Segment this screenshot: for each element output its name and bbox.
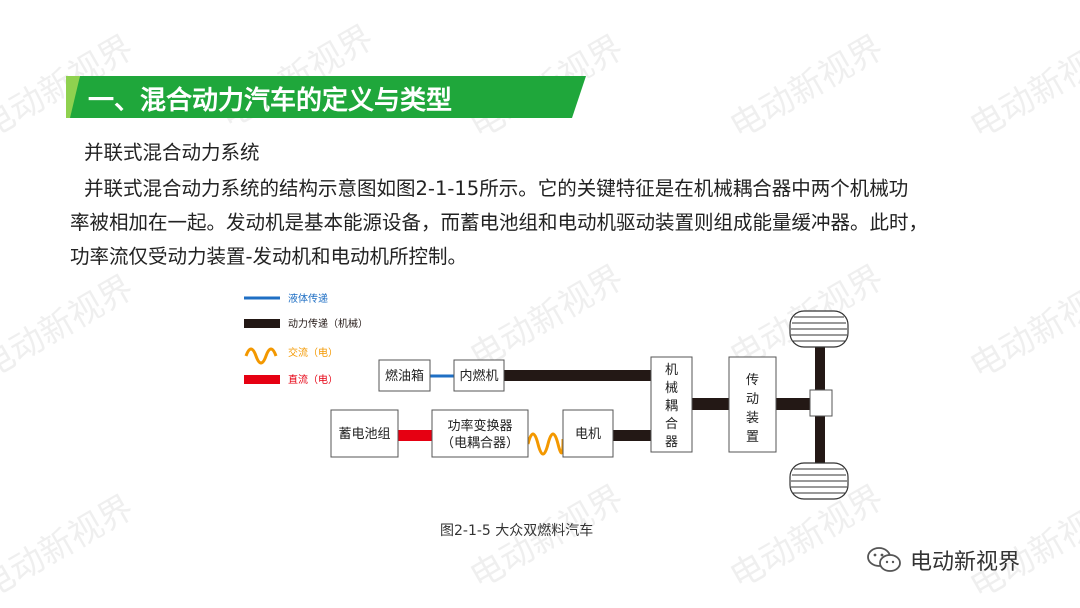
- legend-dc-swatch: [244, 375, 280, 384]
- section-subtitle: 并联式混合动力系统: [84, 141, 260, 164]
- transmission-box: 传 动 装 置: [728, 356, 777, 453]
- transmission-char: 传: [746, 373, 759, 388]
- battery-label: 蓄电池组: [338, 427, 390, 442]
- transmission-char: 装: [746, 411, 759, 426]
- motor-shaft: [613, 430, 651, 441]
- driveshaft: [776, 398, 810, 410]
- coupler-char: 械: [665, 381, 678, 396]
- fuel-tank-label: 燃油箱: [385, 368, 424, 384]
- battery-box: 蓄电池组: [330, 409, 399, 458]
- brand-footer: 电动新视界: [866, 545, 1020, 575]
- legend-mechanical-swatch: [244, 319, 280, 328]
- figure-caption: 图2-1-5 大众双燃料汽车: [440, 523, 594, 539]
- engine-label: 内燃机: [459, 368, 498, 384]
- page-title: 一、混合动力汽车的定义与类型: [88, 86, 453, 116]
- body-line-2: 率被相加在一起。发动机是基本能源设备，而蓄电池组和电动机驱动装置则组成能量缓冲器…: [70, 211, 929, 234]
- front-wheel: [789, 310, 849, 348]
- wechat-icon: [867, 547, 901, 572]
- title-banner: [66, 76, 586, 118]
- converter-label-2: （电耦合器）: [441, 436, 519, 451]
- coupler-char: 机: [665, 363, 678, 378]
- legend: 液体传递 动力传递（机械） 交流（电） 直流（电）: [244, 292, 368, 386]
- coupler-char: 耦: [665, 399, 678, 414]
- body-line-3: 功率流仅受动力装置-发动机和电动机所控制。: [70, 245, 468, 268]
- coupler-output-shaft: [692, 398, 729, 410]
- mechanical-coupler-box: 机 械 耦 合 器: [650, 356, 693, 453]
- legend-liquid-label: 液体传递: [288, 292, 328, 305]
- axle-assembly: [789, 310, 849, 500]
- body-line-1: 并联式混合动力系统的结构示意图如图2-1-15所示。它的关键特征是在机械耦合器中…: [84, 177, 909, 200]
- legend-ac-label: 交流（电）: [288, 346, 338, 359]
- engine-shaft: [504, 370, 651, 381]
- ac-link: [526, 432, 565, 456]
- rear-wheel: [789, 462, 849, 500]
- motor-label: 电机: [575, 427, 601, 442]
- legend-mechanical-label: 动力传递（机械）: [288, 317, 368, 330]
- engine-box: 内燃机: [453, 359, 505, 392]
- legend-ac-swatch: [244, 347, 278, 365]
- converter-box: 功率变换器 （电耦合器）: [431, 409, 529, 458]
- differential: [809, 389, 833, 417]
- coupler-char: 合: [665, 417, 678, 432]
- brand-name: 电动新视界: [910, 550, 1021, 575]
- transmission-char: 动: [746, 392, 759, 407]
- transmission-char: 置: [746, 430, 759, 445]
- motor-box: 电机: [562, 409, 614, 458]
- dc-link: [398, 430, 432, 441]
- converter-label-1: 功率变换器: [447, 418, 512, 434]
- fuel-tank-box: 燃油箱: [378, 359, 431, 392]
- legend-dc-label: 直流（电）: [288, 373, 338, 386]
- coupler-char: 器: [665, 435, 678, 450]
